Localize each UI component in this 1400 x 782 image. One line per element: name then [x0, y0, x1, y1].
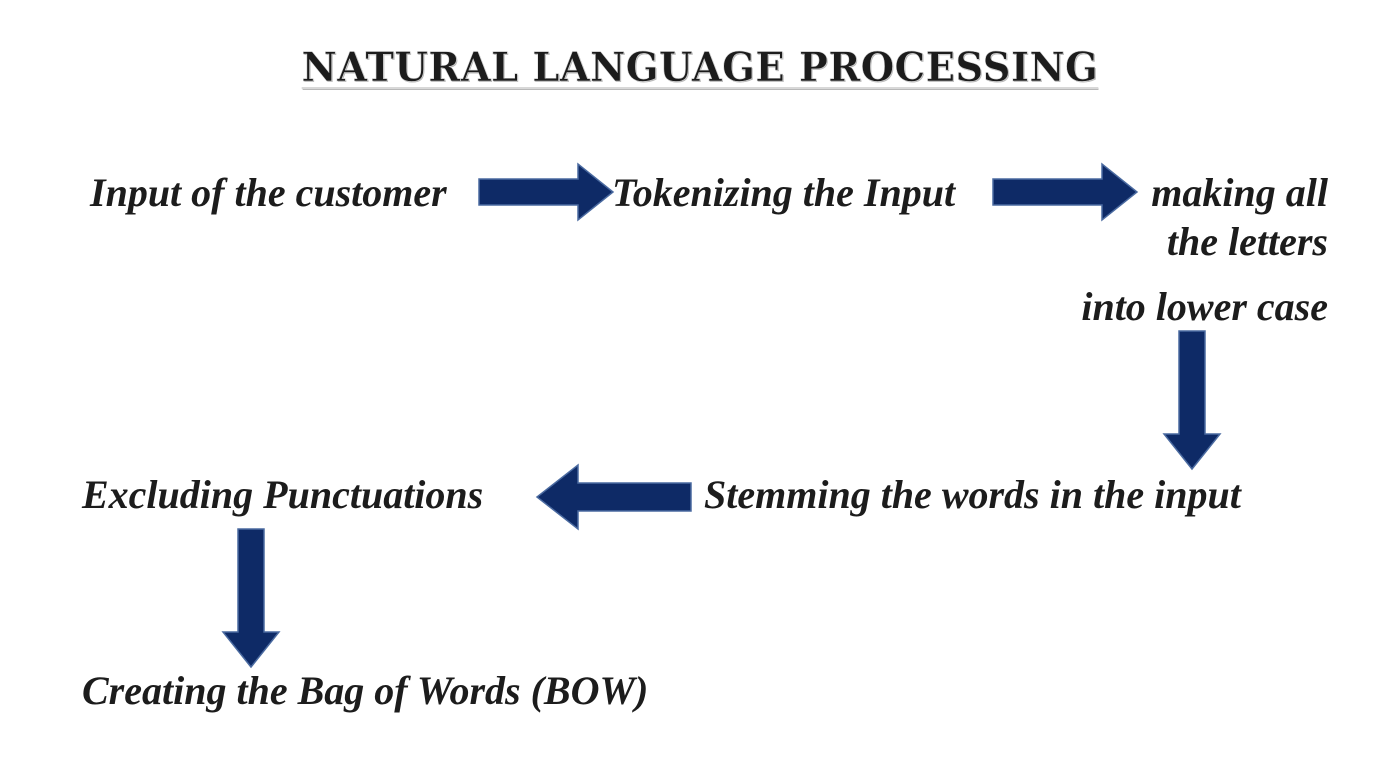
arrow-left-stem-to-punctuation	[535, 463, 692, 531]
step-lowercase-line-1: making all	[1151, 170, 1328, 215]
step-lowercase-line-2: the letters	[1166, 219, 1328, 264]
arrow-right-input-to-tokenize	[478, 162, 615, 222]
diagram-title: NATURAL LANGUAGE PROCESSING	[301, 44, 1099, 92]
step-making-letters-lowercase: making all the letters	[1151, 168, 1328, 266]
step-stemming-words: Stemming the words in the input	[704, 472, 1241, 517]
step-excluding-punctuations: Excluding Punctuations	[82, 472, 484, 517]
step-creating-bag-of-words: Creating the Bag of Words (BOW)	[82, 668, 649, 713]
step-lowercase-line-3: into lower case	[1081, 284, 1328, 329]
arrow-down-lowercase-to-stem	[1162, 330, 1222, 471]
step-input-of-customer: Input of the customer	[90, 170, 447, 215]
arrow-right-tokenize-to-lowercase	[992, 162, 1139, 222]
step-tokenizing-input: Tokenizing the Input	[612, 170, 956, 215]
arrow-down-punctuation-to-bow	[221, 528, 281, 669]
